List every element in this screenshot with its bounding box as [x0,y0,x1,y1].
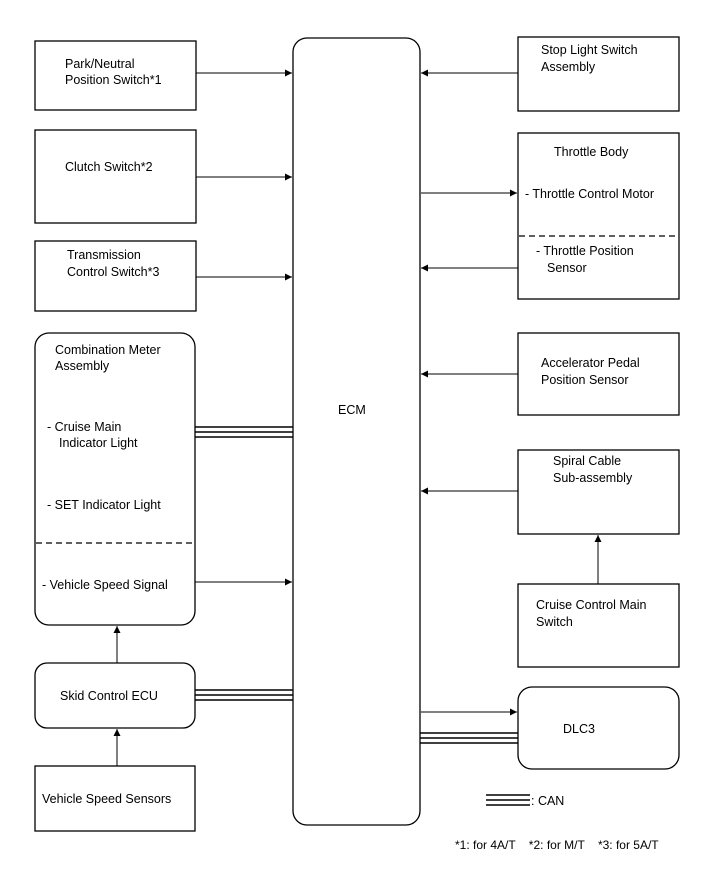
text-line: Park/Neutral [65,57,134,71]
text-line: Throttle Body [554,145,629,159]
text-line: Sub-assembly [553,471,633,485]
text-line: Stop Light Switch [541,43,638,57]
text-line: Position Sensor [541,373,629,387]
text-line: - Throttle Control Motor [525,187,654,201]
text-line: Control Switch*3 [67,265,159,279]
can-legend-label: : CAN [531,794,564,808]
vehicle-speed-sensors-box: Vehicle Speed Sensors [34,765,196,832]
skid-control-can-line [195,689,293,701]
text-line: Switch [536,615,573,629]
set-indicator-label: - SET Indicator Light [47,498,161,512]
can-legend-symbol [486,794,530,806]
dlc3-can-line [420,732,518,744]
dlc3-box: DLC3 [517,686,680,770]
text-line: Cruise Control Main [536,598,647,612]
text-line: Indicator Light [59,436,138,450]
combination-meter-can-line [195,426,293,438]
ecm-label: ECM [338,403,366,417]
text-line: ECM [338,403,366,417]
footnote: *1: for 4A/T *2: for M/T *3: for 5A/T [455,838,659,852]
clutch-switch-box: Clutch Switch*2 [34,129,197,224]
text-line: Transmission [67,248,141,262]
text-line: - SET Indicator Light [47,498,161,512]
clutch-switch-label: Clutch Switch*2 [65,160,153,174]
vehicle-speed-signal-label: - Vehicle Speed Signal [42,578,168,592]
text-line: - Vehicle Speed Signal [42,578,168,592]
vehicle-speed-sensors-label: Vehicle Speed Sensors [42,792,171,806]
text-line: - Throttle Position [536,244,634,258]
text-line: Assembly [55,359,110,373]
skid-control-ecu-label: Skid Control ECU [60,689,158,703]
text-line: Sensor [547,261,587,275]
skid-control-ecu-box: Skid Control ECU [34,662,196,729]
throttle-body-title: Throttle Body [554,145,629,159]
text-line: Clutch Switch*2 [65,160,153,174]
ecm-box: ECM [292,37,421,826]
text-line: Position Switch*1 [65,73,162,87]
text-line: DLC3 [563,722,595,736]
throttle-control-motor-label: - Throttle Control Motor [525,187,654,201]
text-line: Assembly [541,60,596,74]
text-line: - Cruise Main [47,420,121,434]
throttle-body-box: Throttle Body - Throttle Control Motor -… [517,132,680,300]
dlc3-label: DLC3 [563,722,595,736]
text-line: Accelerator Pedal [541,356,640,370]
text-line: Combination Meter [55,343,161,357]
text-line: Skid Control ECU [60,689,158,703]
can-legend: : CAN [486,794,564,808]
text-line: Vehicle Speed Sensors [42,792,171,806]
text-line: Spiral Cable [553,454,621,468]
